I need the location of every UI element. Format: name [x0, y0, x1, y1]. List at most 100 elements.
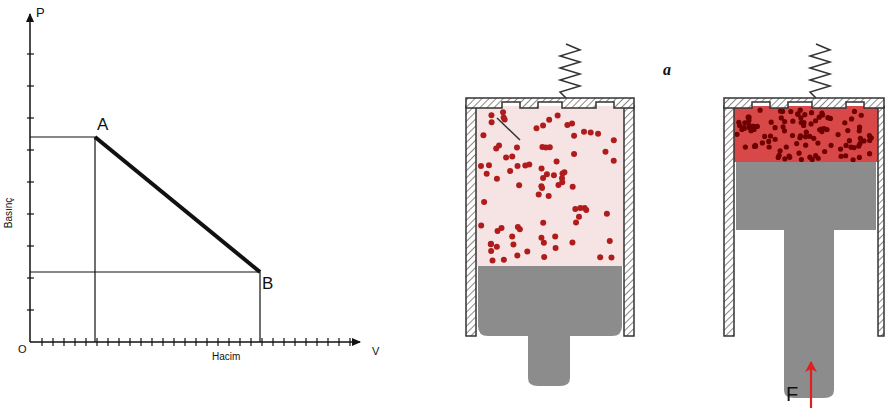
particle — [768, 133, 773, 138]
valve-pointer — [497, 118, 520, 140]
particle — [570, 184, 576, 190]
particle — [808, 121, 813, 126]
cylinder — [466, 44, 634, 386]
force-label: F — [786, 384, 798, 404]
tick — [239, 338, 240, 346]
particle — [753, 144, 758, 149]
tick — [217, 338, 218, 346]
particle — [746, 115, 751, 120]
particle — [569, 239, 575, 245]
particle — [782, 156, 787, 161]
particle — [746, 114, 751, 119]
particle — [559, 179, 565, 185]
particle — [762, 134, 767, 139]
particle — [573, 220, 579, 226]
particle — [843, 143, 848, 148]
tick — [52, 338, 53, 346]
axis-title: Basınç — [4, 198, 14, 229]
tick — [27, 85, 34, 86]
particle — [552, 234, 558, 240]
tick — [349, 338, 350, 346]
tick — [27, 53, 34, 54]
particle — [515, 163, 521, 169]
particle — [857, 141, 862, 146]
particle — [564, 122, 570, 128]
cylinder-wall — [878, 106, 884, 336]
particle — [778, 148, 783, 153]
particle — [773, 125, 778, 130]
figure-label: a — [663, 62, 671, 78]
particle — [514, 252, 520, 258]
particle — [799, 157, 804, 162]
particle — [571, 151, 577, 157]
particle — [507, 168, 513, 174]
particle — [743, 144, 748, 149]
particle — [553, 245, 559, 251]
guide-line — [30, 272, 260, 342]
tick — [96, 338, 97, 346]
particle — [828, 143, 833, 148]
particle — [494, 176, 500, 182]
particle — [799, 120, 804, 125]
particle — [767, 144, 772, 149]
tick — [184, 338, 185, 346]
particle — [490, 258, 496, 264]
particle — [478, 163, 484, 169]
tick — [173, 338, 174, 346]
particle — [742, 120, 747, 125]
particle — [522, 163, 528, 169]
tick — [228, 338, 229, 346]
particle — [478, 222, 484, 228]
particle — [572, 206, 578, 212]
particle — [607, 238, 613, 244]
particle — [817, 115, 822, 120]
tick — [27, 149, 34, 150]
particle — [736, 120, 741, 125]
particle — [555, 113, 561, 119]
particle — [857, 125, 862, 130]
particle — [503, 155, 509, 161]
tick — [27, 277, 34, 278]
cylinder — [724, 44, 884, 408]
particle — [540, 123, 546, 129]
particle — [780, 109, 785, 114]
particle — [541, 240, 547, 246]
particle — [551, 172, 557, 178]
particle — [851, 157, 856, 162]
particle — [760, 140, 765, 145]
particle — [819, 129, 824, 134]
gas-region — [476, 106, 624, 266]
particle — [757, 108, 762, 113]
particle — [496, 143, 502, 149]
particle — [798, 133, 803, 138]
particle — [536, 192, 542, 198]
particle — [803, 134, 808, 139]
particle — [813, 153, 818, 158]
gas-particles — [734, 108, 873, 163]
particle — [488, 241, 494, 247]
particle — [867, 133, 872, 138]
tick — [327, 338, 328, 346]
particle — [571, 133, 577, 139]
particle — [494, 244, 500, 250]
particle — [543, 144, 549, 150]
particle — [796, 151, 801, 156]
particle — [734, 132, 739, 137]
tick — [151, 338, 152, 346]
particle — [838, 147, 843, 152]
pv-chart — [27, 14, 360, 346]
particle — [595, 131, 601, 137]
tick — [283, 338, 284, 346]
axis-title: Hacim — [212, 352, 240, 362]
particle — [611, 158, 617, 164]
tick — [162, 338, 163, 346]
particle — [802, 112, 807, 117]
particle — [776, 155, 781, 160]
particle — [500, 109, 506, 115]
v-axis — [30, 341, 360, 343]
particle — [533, 125, 539, 131]
particle — [514, 145, 520, 151]
particle — [835, 132, 840, 137]
particle — [842, 120, 847, 125]
